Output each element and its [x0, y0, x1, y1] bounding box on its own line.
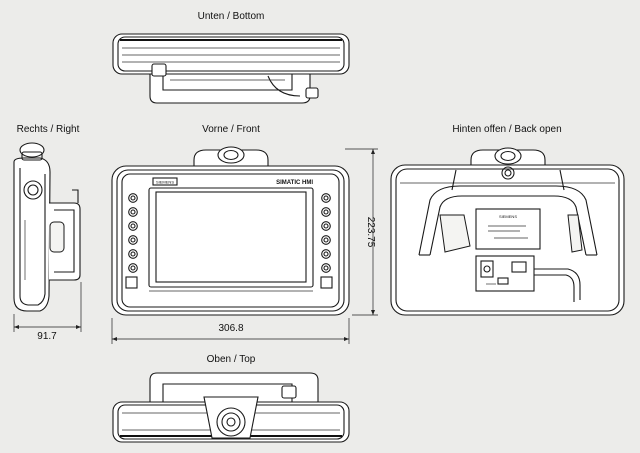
dim-depth: 91.7: [37, 331, 57, 342]
view-label-bottom: Unten / Bottom: [198, 11, 265, 22]
right-view: [13, 142, 82, 332]
dim-height: 223.75: [365, 217, 376, 248]
front-right-keys: [320, 193, 333, 289]
top-view: [112, 372, 350, 443]
front-brand-label: SIMATIC HMI: [276, 180, 313, 186]
back-maker-label: SIEMENS: [499, 214, 517, 219]
view-label-top: Oben / Top: [207, 354, 256, 365]
front-dimensions: [111, 148, 378, 344]
view-label-right: Rechts / Right: [17, 124, 80, 135]
bottom-view: [112, 33, 350, 104]
dim-width: 306.8: [218, 323, 243, 334]
back-view: SIEMENS: [390, 147, 625, 316]
view-label-back: Hinten offen / Back open: [452, 124, 561, 135]
front-view: SIEMENS SIMATIC HMI: [111, 146, 350, 316]
front-maker-label: SIEMENS: [156, 180, 174, 185]
view-label-front: Vorne / Front: [202, 124, 260, 135]
front-left-keys: [125, 193, 138, 289]
